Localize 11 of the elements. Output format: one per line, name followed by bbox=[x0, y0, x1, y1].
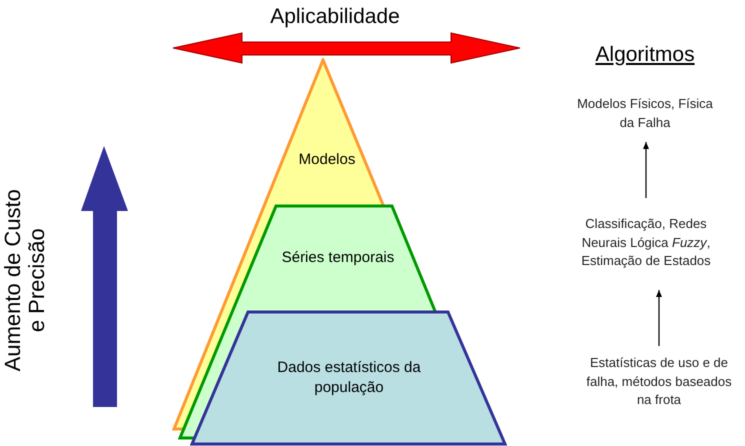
arrow bbox=[656, 290, 662, 346]
algorithm-text: Estatísticas de uso e de falha, métodos baseados na frota bbox=[585, 354, 733, 410]
algorithm-text: Modelos Físicos, Física da Falha bbox=[576, 95, 714, 132]
algorithm-text: Classificação, Redes Neurais Lógica Fuzzy, Estimação de Estados bbox=[580, 214, 712, 270]
layer-label: Dados estatísticos da população bbox=[276, 358, 422, 398]
column-heading: Algoritmos bbox=[594, 44, 696, 65]
axis-label: Aplicabilidade bbox=[269, 6, 401, 27]
layer-label: Séries temporais bbox=[280, 248, 396, 268]
arrow bbox=[643, 142, 649, 198]
layer-label: Modelos bbox=[298, 150, 356, 170]
axis-label: Aumento de Custo e Precisão bbox=[0, 188, 50, 374]
